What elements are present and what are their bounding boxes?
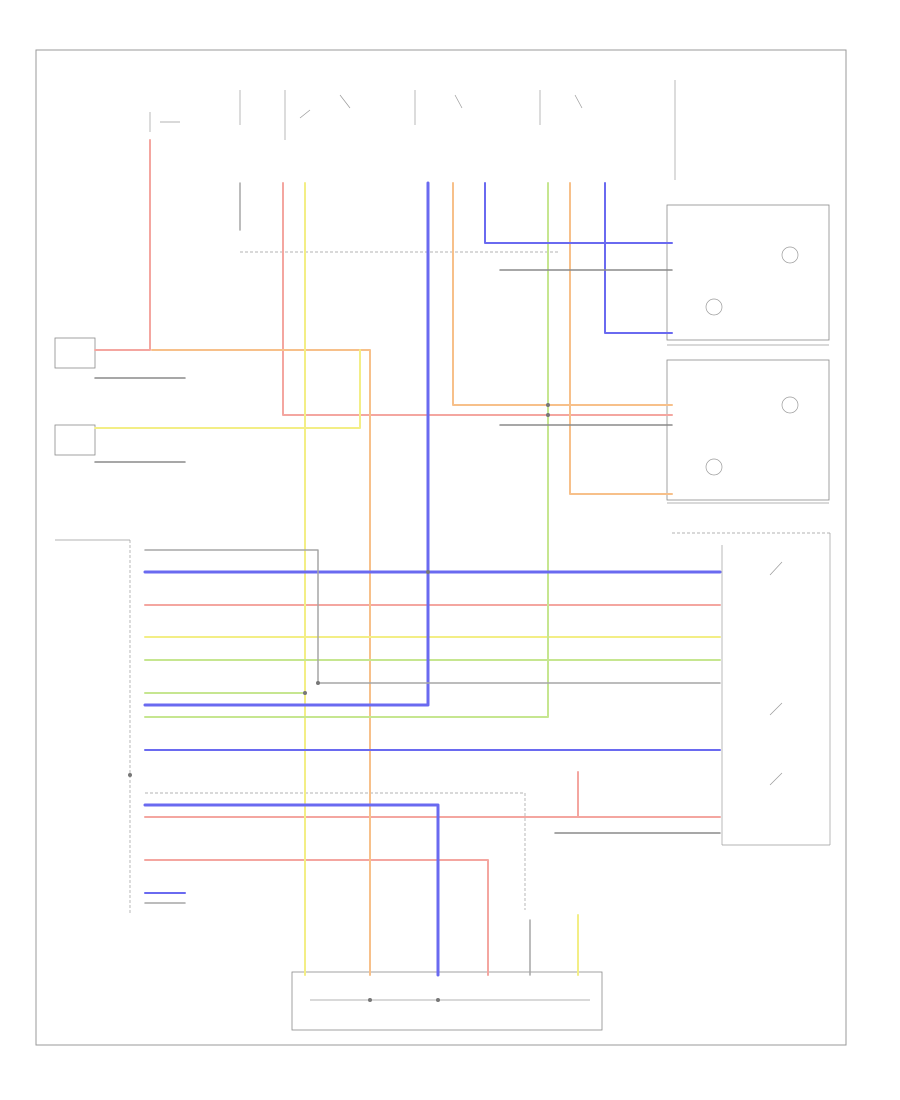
wire-blue-4: [604, 182, 673, 334]
fuse-relay-area: [149, 80, 676, 253]
wire-red-5: [144, 859, 489, 976]
control-module: [55, 539, 131, 915]
wire-green-1: [144, 182, 549, 718]
connector-dots: [128, 403, 550, 1002]
left-front-component: [54, 337, 96, 369]
wire-orange-2: [151, 349, 371, 976]
wire-blue-3: [484, 182, 673, 244]
wire-orange-3: [569, 182, 673, 495]
bottom-switch-box: [145, 792, 603, 1031]
combination-switch: [672, 532, 831, 846]
wire-red-2: [282, 182, 673, 416]
right-front-component: [54, 424, 96, 456]
wire-red-1: [94, 139, 151, 351]
diagram-frame: [35, 49, 847, 1046]
wire-yellow-1: [94, 349, 361, 429]
wire-orange-1: [452, 182, 673, 406]
wire-blue-1: [143, 181, 430, 707]
right-headlight-unit: [666, 359, 830, 504]
wire-blue-6: [143, 803, 440, 977]
left-headlight-unit: [666, 204, 830, 346]
wire-gray-1: [144, 549, 721, 684]
